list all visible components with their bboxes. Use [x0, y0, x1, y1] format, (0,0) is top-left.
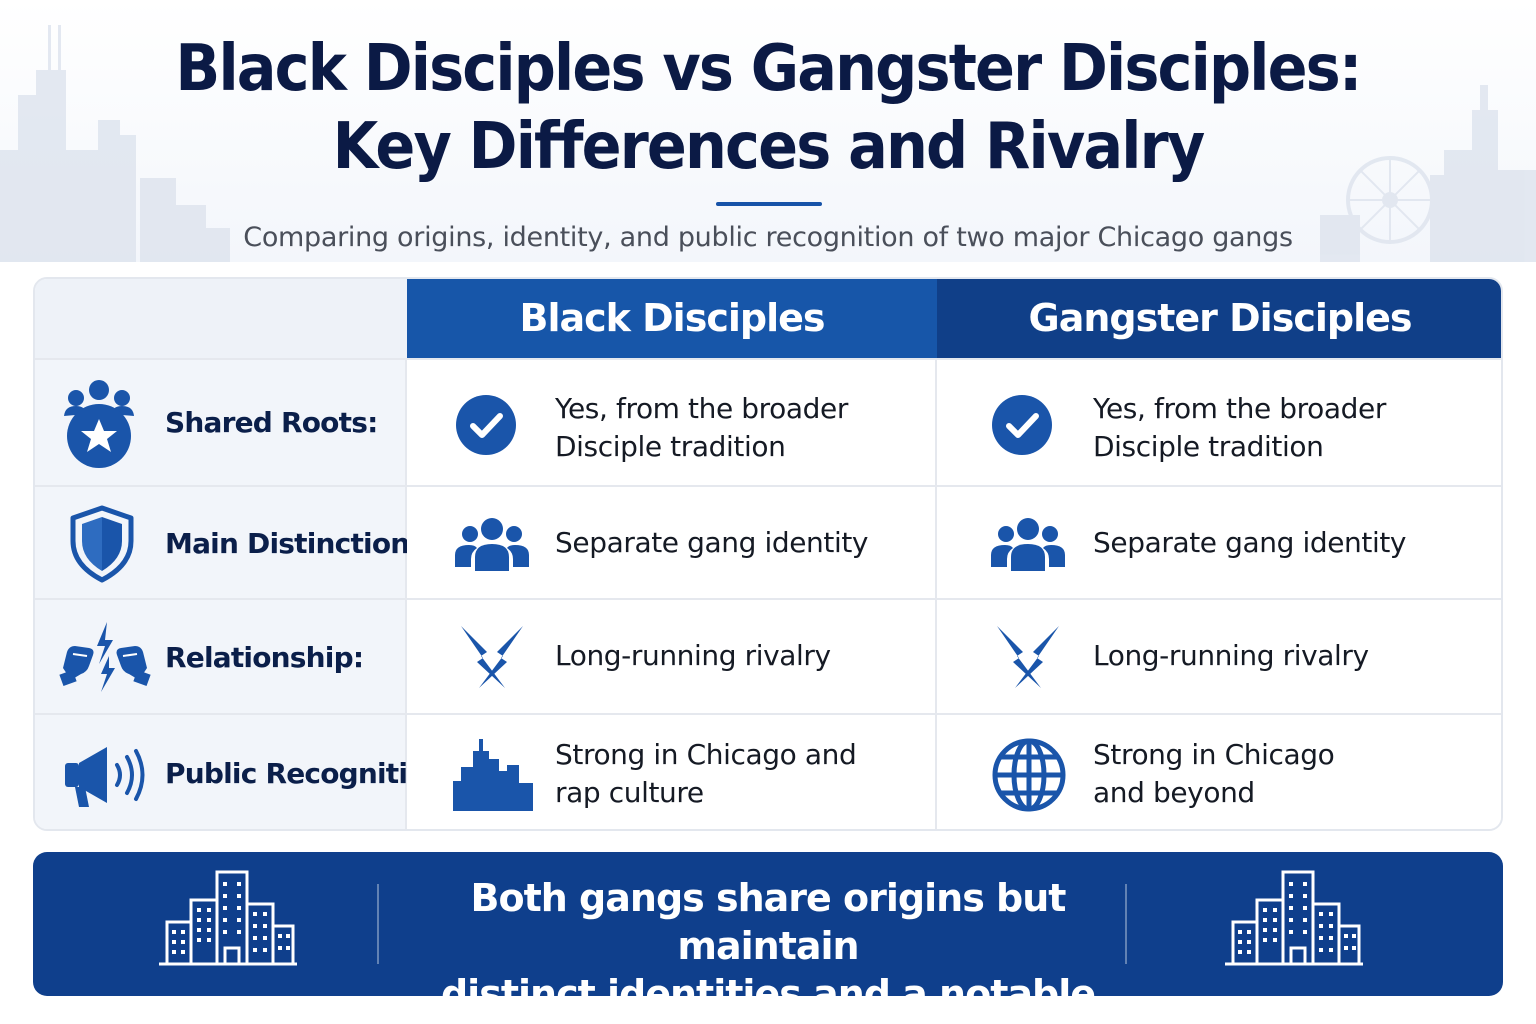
- right-skyline-decoration: [1320, 85, 1536, 262]
- title-underline: [716, 202, 822, 206]
- table-row-main-distinction: Main Distinction: Separate gang identity: [35, 485, 1501, 600]
- page-subtitle: Comparing origins, identity, and public …: [243, 222, 1293, 253]
- page-title: Black Disciples vs Gangster Disciples: K…: [61, 30, 1474, 186]
- cell-text-line: Disciple tradition: [1093, 430, 1324, 463]
- cell-gangster-disciples: Strong in Chicago and beyond: [937, 715, 1501, 829]
- cell-black-disciples: Yes, from the broader Disciple tradition: [407, 360, 937, 487]
- cell-black-disciples: Long-running rivalry: [407, 600, 937, 714]
- row-label: Main Distinction:: [165, 527, 421, 560]
- cell-gangster-disciples: Separate gang identity: [937, 487, 1501, 600]
- cell-text-line: Strong in Chicago: [1093, 738, 1335, 771]
- title-line-1: Black Disciples vs Gangster Disciples:: [175, 32, 1362, 106]
- cell-black-disciples: Separate gang identity: [407, 487, 937, 600]
- summary-banner: Both gangs share origins but maintain di…: [33, 852, 1503, 996]
- table-row-public-recognition: Public Recognition: Str: [35, 713, 1501, 829]
- header: Black Disciples vs Gangster Disciples: K…: [0, 0, 1536, 262]
- group-icon: [991, 518, 1065, 571]
- banner-divider-right: [1125, 884, 1127, 964]
- cell-text-line: Yes, from the broader: [555, 392, 848, 425]
- cell-text-line: Yes, from the broader: [1093, 392, 1386, 425]
- cell-text-line: Strong in Chicago and: [555, 738, 857, 771]
- cell-gangster-disciples: Long-running rivalry: [937, 600, 1501, 714]
- comparison-table: Black Disciples Gangster Disciples: [33, 277, 1503, 831]
- row-label-cell: Shared Roots:: [35, 360, 407, 487]
- shield-icon: [70, 505, 134, 583]
- left-skyline-decoration: [0, 25, 230, 262]
- crossed-lightning-icon: [461, 626, 523, 688]
- cell-text-line: and beyond: [1093, 776, 1255, 809]
- check-circle-icon: [992, 395, 1052, 455]
- cell-text-line: rap culture: [555, 776, 704, 809]
- row-label: Shared Roots:: [165, 406, 378, 439]
- row-label: Relationship:: [165, 641, 364, 674]
- cell-text-line: Disciple tradition: [555, 430, 786, 463]
- banner-line-1: Both gangs share origins but maintain: [470, 876, 1067, 968]
- megaphone-icon: [65, 747, 145, 807]
- banner-line-2: distinct identities and a notable rivalr…: [440, 972, 1096, 996]
- people-star-icon: [64, 380, 134, 468]
- cell-text-line: Separate gang identity: [555, 526, 869, 559]
- cell-text: Separate gang identity: [555, 524, 868, 562]
- table-row-shared-roots: Shared Roots: Yes, from the broader Disc…: [35, 358, 1501, 487]
- cell-text: Strong in Chicago and beyond: [1093, 736, 1335, 812]
- banner-text: Both gangs share origins but maintain di…: [403, 874, 1133, 996]
- cell-text: Long-running rivalry: [555, 637, 831, 675]
- cell-text-line: Long-running rivalry: [555, 639, 831, 672]
- column-header-label: Black Disciples: [519, 296, 825, 340]
- city-skyline-icon: [453, 739, 533, 811]
- globe-icon: [992, 738, 1066, 812]
- table-row-relationship: Relationship: Long-running rivalry: [35, 598, 1501, 714]
- row-label-cell: Relationship:: [35, 600, 407, 714]
- cell-text: Separate gang identity: [1093, 524, 1406, 562]
- fists-lightning-icon: [59, 622, 151, 692]
- buildings-icon: [159, 870, 297, 966]
- cell-text: Long-running rivalry: [1093, 637, 1369, 675]
- column-header-black-disciples: Black Disciples: [407, 279, 937, 358]
- check-circle-icon: [456, 395, 516, 455]
- group-icon: [455, 518, 529, 571]
- buildings-icon: [1225, 870, 1363, 966]
- cell-text: Yes, from the broader Disciple tradition: [1093, 390, 1386, 466]
- row-label-cell: Public Recognition:: [35, 715, 456, 829]
- banner-divider-left: [377, 884, 379, 964]
- cell-text: Strong in Chicago and rap culture: [555, 736, 857, 812]
- row-label-cell: Main Distinction:: [35, 487, 421, 600]
- cell-text: Yes, from the broader Disciple tradition: [555, 390, 848, 466]
- crossed-lightning-icon: [997, 626, 1059, 688]
- cell-text-line: Separate gang identity: [1093, 526, 1407, 559]
- column-header-gangster-disciples: Gangster Disciples: [937, 279, 1501, 358]
- title-line-2: Key Differences and Rivalry: [332, 110, 1206, 184]
- cell-gangster-disciples: Yes, from the broader Disciple tradition: [937, 360, 1501, 487]
- cell-black-disciples: Strong in Chicago and rap culture: [407, 715, 937, 829]
- cell-text-line: Long-running rivalry: [1093, 639, 1369, 672]
- column-header-label: Gangster Disciples: [1028, 296, 1413, 340]
- table-header-blank: [35, 279, 407, 358]
